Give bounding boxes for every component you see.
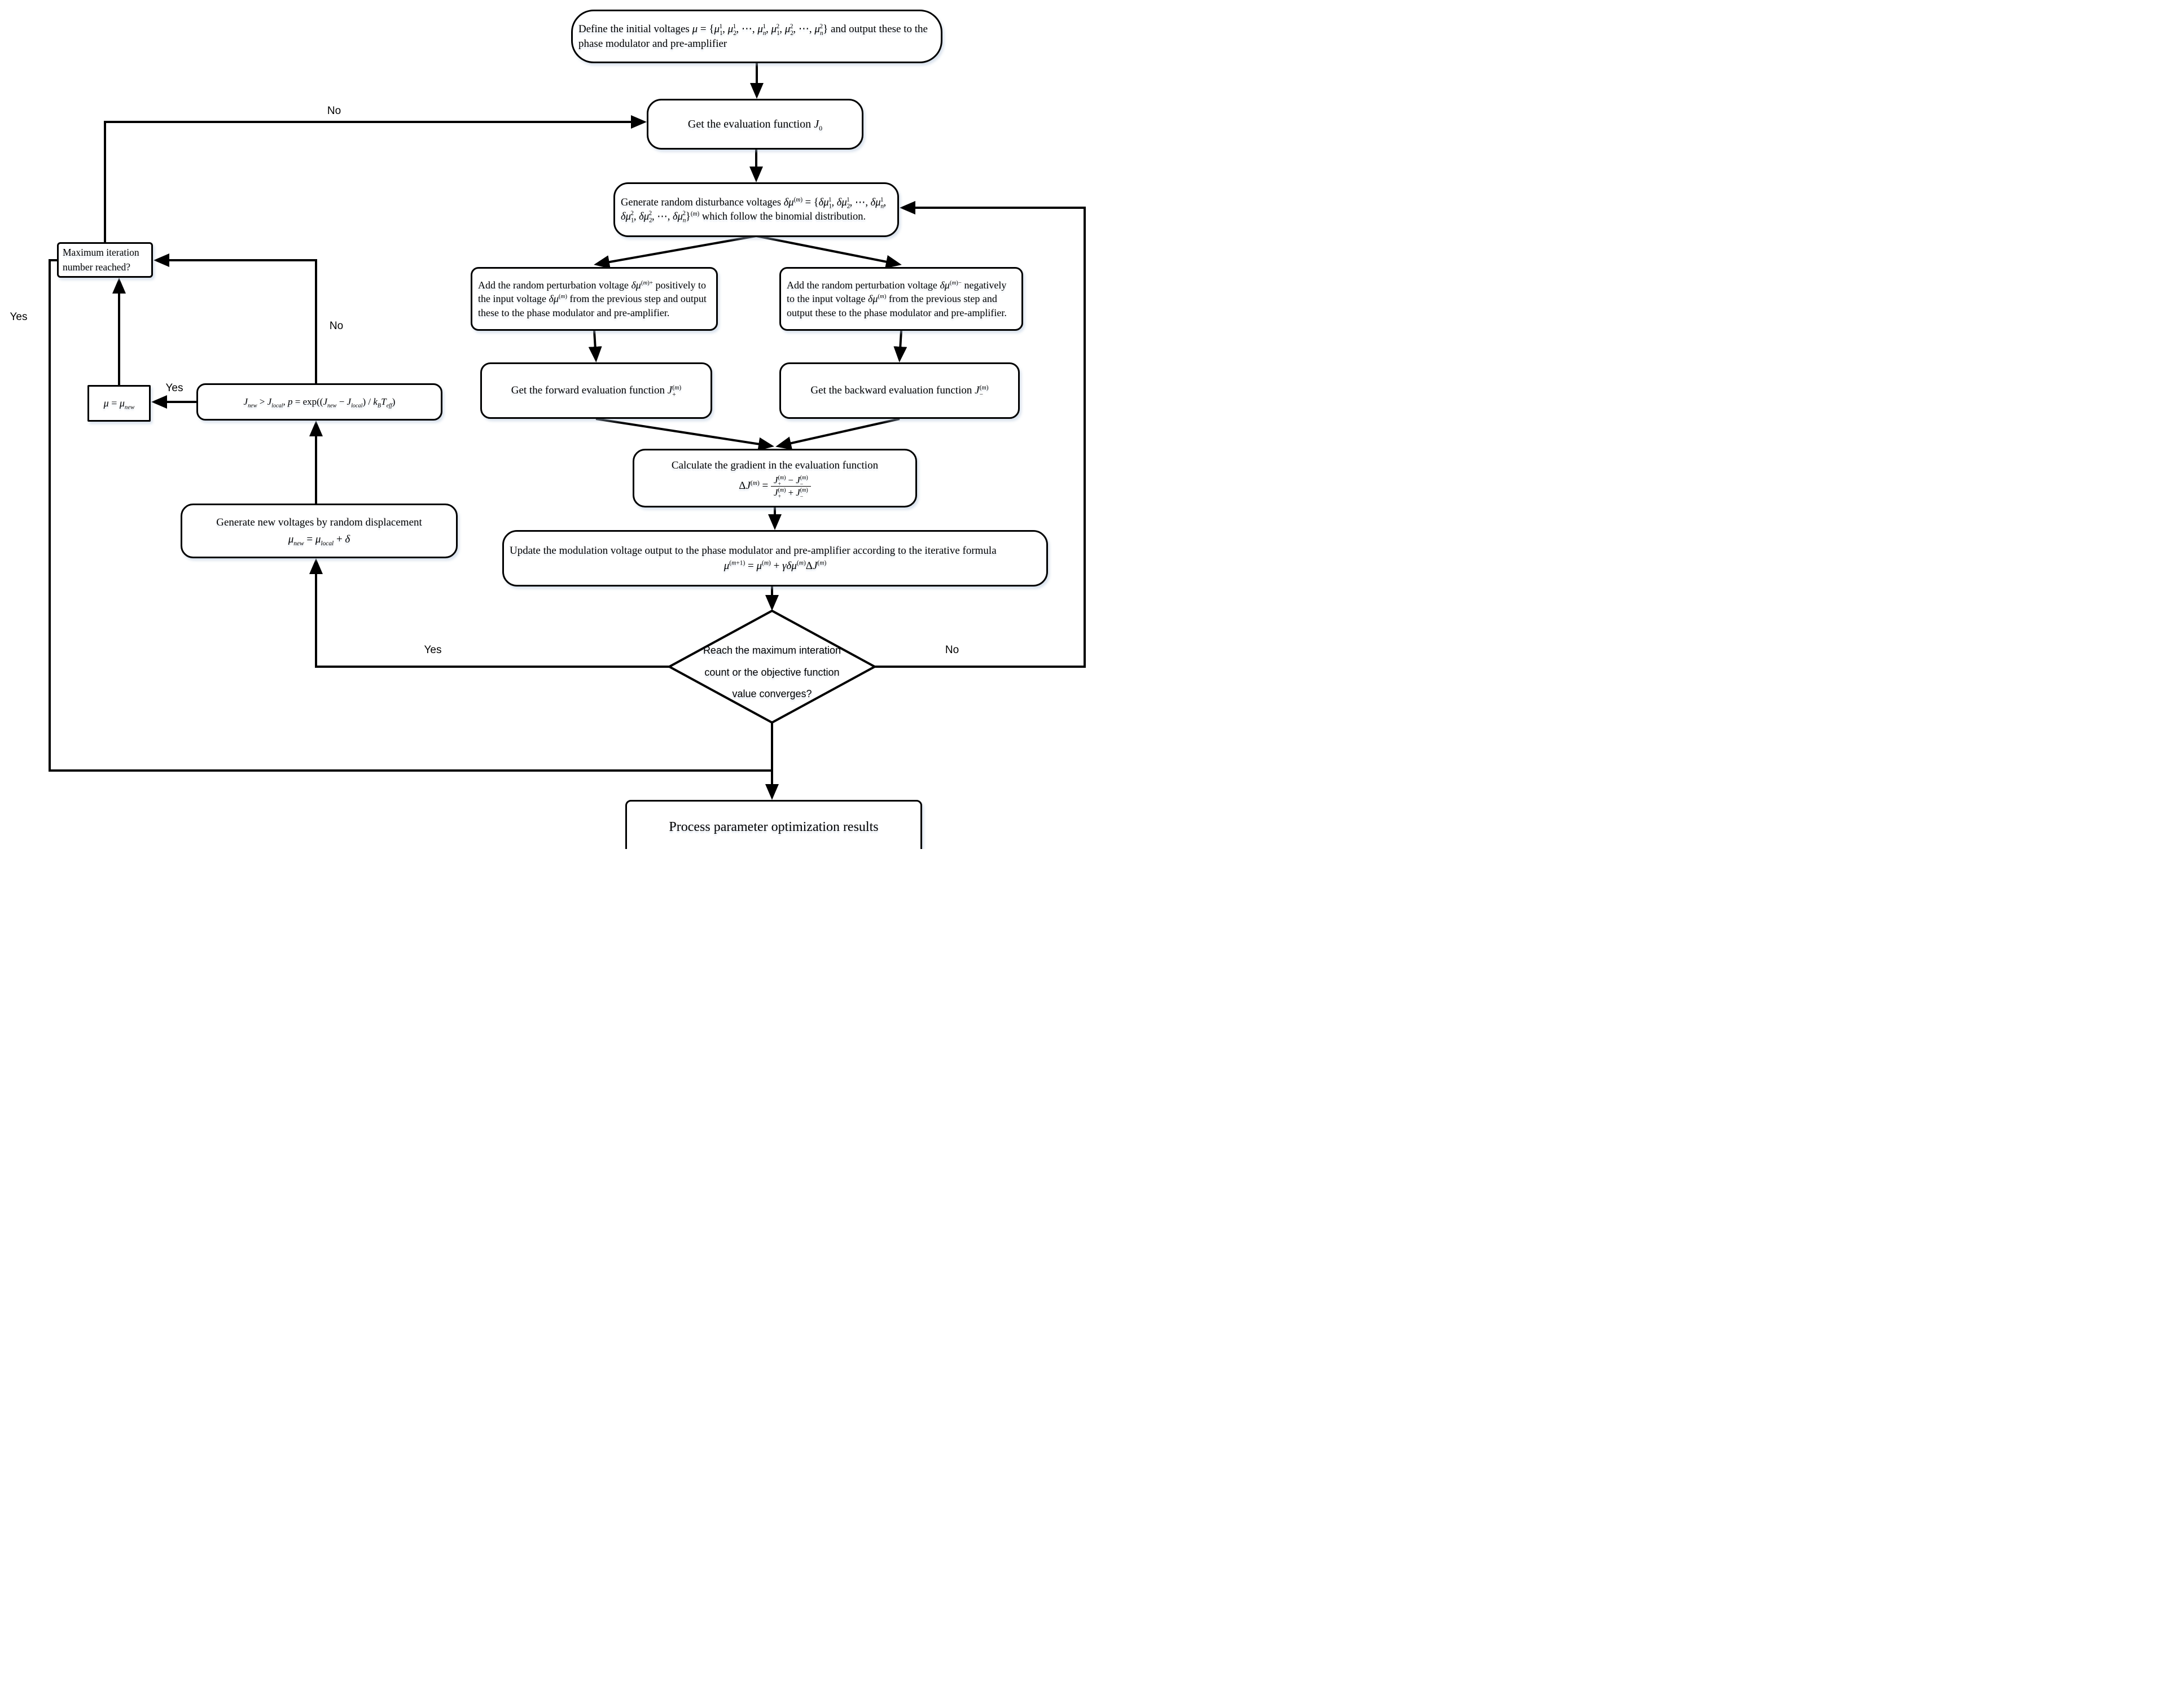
line-max-iteration-yes-to-result [49, 259, 772, 772]
label-no-top: No [325, 105, 343, 117]
mu-assign-box: μ = μnew [87, 385, 151, 422]
update-voltage-box: Update the modulation voltage output to … [502, 530, 1048, 587]
arrow-add-negative-to-backward [893, 330, 907, 362]
generate-disturbance-text: Generate random disturbance voltages δμ(… [621, 196, 887, 224]
label-yes-decision: Yes [422, 644, 444, 657]
max-iteration-box: Maximum iteration number reached? [57, 242, 153, 278]
generate-new-voltages-title: Generate new voltages by random displace… [216, 517, 422, 529]
result-text: Process parameter optimization results [669, 820, 879, 835]
generate-new-voltages-formula: μnew = μlocal + δ [288, 533, 350, 547]
get-evaluation-function-box: Get the evaluation function J0 [647, 99, 863, 150]
forward-evaluation-box: Get the forward evaluation function J+(m… [480, 362, 712, 419]
calculate-gradient-box: Calculate the gradient in the evaluation… [633, 449, 917, 507]
arrow-add-positive-to-forward [588, 330, 602, 362]
flowchart-page: Define the initial voltages μ = {μ11, μ2… [0, 0, 1092, 849]
add-positive-perturbation-text: Add the random perturbation voltage δμ(m… [478, 279, 707, 318]
result-box: Process parameter optimization results [625, 800, 922, 849]
arrow-disturbance-to-add-positive [594, 235, 757, 269]
label-yes-accept: Yes [164, 382, 185, 395]
decision-diamond-shape [666, 609, 878, 724]
arrow-forward-to-gradient [595, 418, 774, 451]
arrow-backward-to-gradient [775, 418, 900, 450]
get-evaluation-function-text: Get the evaluation function J0 [687, 117, 823, 132]
arrow-decision-yes-to-generate-new [309, 558, 669, 668]
label-yes-far-left: Yes [8, 311, 29, 323]
backward-evaluation-text: Get the backward evaluation function J−(… [810, 384, 989, 399]
backward-evaluation-box: Get the backward evaluation function J−(… [779, 362, 1020, 419]
forward-evaluation-text: Get the forward evaluation function J+(m… [511, 384, 682, 399]
arrow-acceptance-no-to-max-iteration [154, 253, 317, 383]
add-positive-perturbation-box: Add the random perturbation voltage δμ(m… [471, 267, 718, 331]
update-voltage-title: Update the modulation voltage output to … [510, 544, 997, 557]
acceptance-test-formula: Jnew > Jlocal, p = exp((Jnew − Jlocal) /… [243, 396, 396, 409]
arrow-decision-no-to-disturbance [875, 201, 1086, 668]
mu-assign-formula: μ = μnew [103, 397, 135, 411]
calculate-gradient-title: Calculate the gradient in the evaluation… [671, 459, 879, 471]
arrow-max-iteration-no-to-j0 [104, 115, 647, 242]
update-voltage-formula: μ(m+1) = μ(m) + γδμ(m)ΔJ(m) [723, 559, 827, 572]
connector-layer [49, 63, 1086, 800]
add-negative-perturbation-text: Add the random perturbation voltage δμ(m… [787, 279, 1007, 318]
calculate-gradient-formula: ΔJ(m) = J+(m) − J−(m)J+(m) + J−(m) [634, 474, 915, 500]
add-negative-perturbation-box: Add the random perturbation voltage δμ(m… [779, 267, 1023, 331]
label-no-mid: No [327, 320, 345, 332]
arrow-disturbance-to-add-negative [756, 235, 902, 269]
define-initial-voltages-text: Define the initial voltages μ = {μ11, μ2… [578, 23, 928, 50]
label-no-decision: No [943, 644, 961, 657]
generate-disturbance-box: Generate random disturbance voltages δμ(… [613, 182, 899, 237]
generate-new-voltages-box: Generate new voltages by random displace… [181, 504, 458, 558]
acceptance-test-box: Jnew > Jlocal, p = exp((Jnew − Jlocal) /… [196, 383, 442, 421]
define-initial-voltages-box: Define the initial voltages μ = {μ11, μ2… [571, 10, 942, 63]
max-iteration-text: Maximum iteration number reached? [63, 247, 139, 273]
